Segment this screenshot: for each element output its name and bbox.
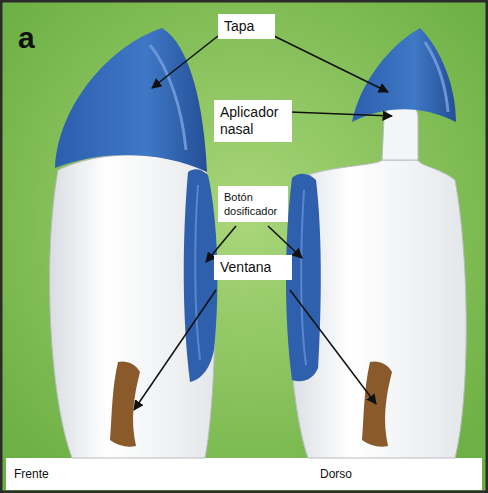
part-label: Tapa [218,14,275,39]
panel-letter: a [18,22,58,54]
part-label: Ventana [214,255,292,280]
front-bottle [50,28,218,458]
part-label: Aplicador nasal [214,100,292,142]
back-bottle [286,28,466,458]
part-label: Botón dosificador [218,186,288,222]
detached-cap [352,28,456,122]
view-label: Frente [8,462,170,487]
view-label: Dorso [314,462,482,487]
leader-lines [134,36,392,410]
